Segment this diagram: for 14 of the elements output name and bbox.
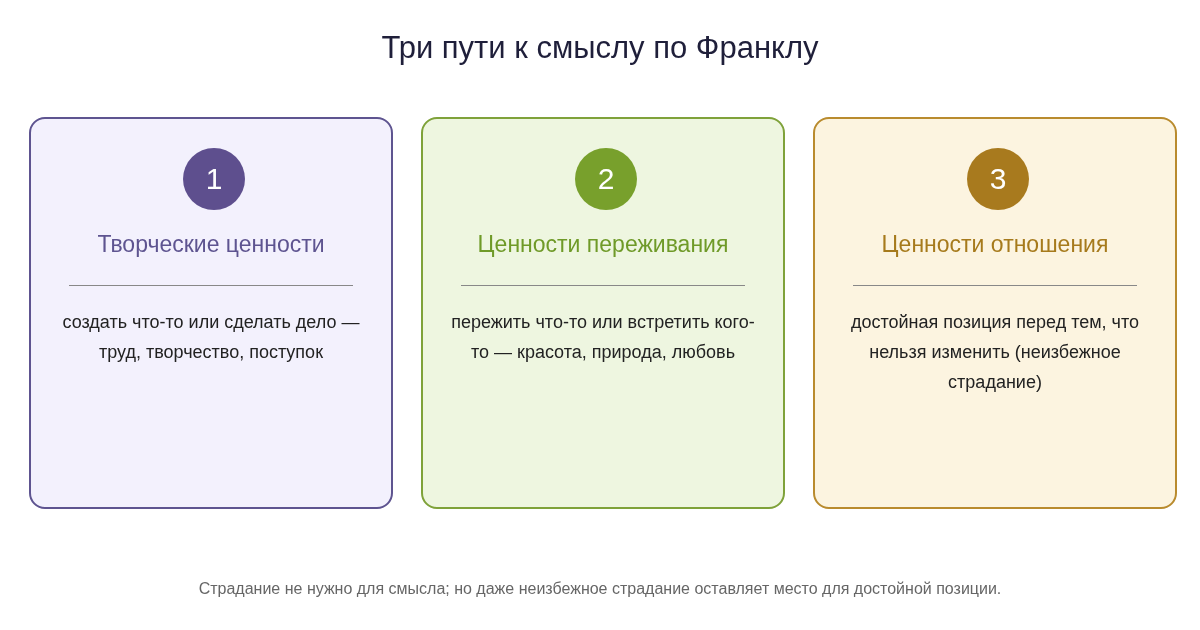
caption: Страдание не нужно для смысла; но даже неизбежное страдание оставляет место для достойной позиции. (197, 580, 1003, 598)
card-description: достойная позиция перед тем, что нельзя изменить (неизбежное страдание) (849, 311, 1140, 394)
card-heading: Творческие ценности (96, 231, 326, 258)
card-description: создать что-то или сделать дело — труд, творчество, поступок (61, 311, 361, 364)
card-heading: Ценности переживания (476, 231, 730, 258)
card-heading: Ценности отношения (880, 231, 1110, 258)
number-badge: 1 (183, 148, 245, 210)
value-card (813, 117, 1177, 509)
card-description: пережить что-то или встретить кого-то — красота, природа, любовь (450, 311, 756, 364)
number-badge: 3 (967, 148, 1029, 210)
number-badge: 2 (575, 148, 637, 210)
value-card (29, 117, 393, 509)
value-card (421, 117, 785, 509)
diagram-title: Три пути к смыслу по Франклу (380, 30, 820, 66)
